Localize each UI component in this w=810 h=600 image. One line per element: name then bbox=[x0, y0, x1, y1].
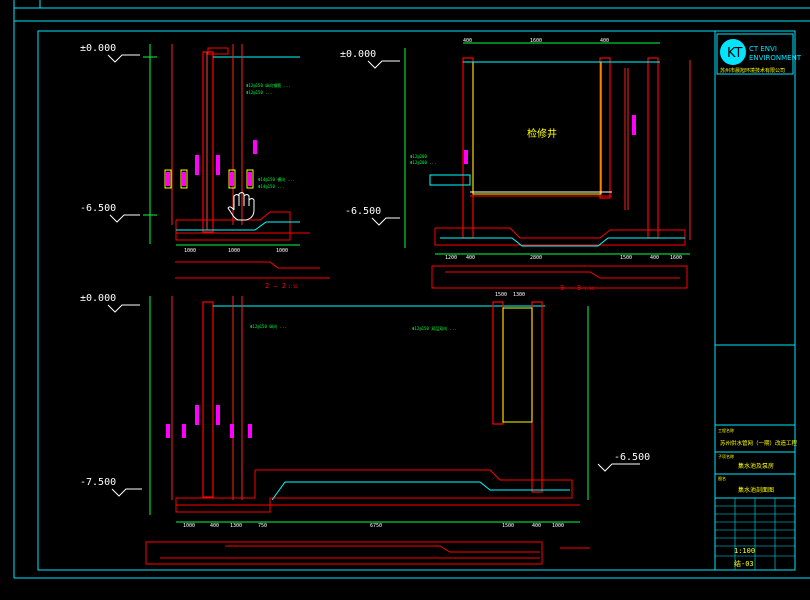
svg-text:Φ12@150 纵向钢筋 ...: Φ12@150 纵向钢筋 ... bbox=[246, 82, 291, 88]
dim-b-8: 1000 bbox=[552, 523, 564, 529]
company-cn: 苏州市晨旭环境技术有限公司 bbox=[720, 67, 785, 74]
drawing-number: 结-03 bbox=[734, 559, 754, 568]
dim-tr-6: 1600 bbox=[670, 255, 682, 261]
dim-tl-2: 1000 bbox=[228, 248, 240, 254]
svg-text:Φ14@150 ...: Φ14@150 ... bbox=[258, 184, 285, 189]
section-2-scale: 1:50 bbox=[288, 284, 298, 289]
drawing-name: 集水池剖面图 bbox=[738, 486, 774, 494]
svg-text:Φ12@200 ...: Φ12@200 ... bbox=[410, 160, 437, 165]
dim-tr-top-2: 1600 bbox=[530, 38, 542, 44]
section-bottom: ±0.000 -7.500 -6.500 1500 1300 bbox=[80, 292, 650, 565]
dim-br-top-2: 1300 bbox=[513, 292, 525, 298]
dim-tr-top-1: 400 bbox=[463, 38, 472, 44]
section-2-title: 2 — 2 bbox=[265, 282, 286, 290]
dim-b-1: 1000 bbox=[183, 523, 195, 529]
dim-tr-5: 400 bbox=[650, 255, 659, 261]
svg-text:Φ12@150 纵向 ...: Φ12@150 纵向 ... bbox=[250, 323, 287, 329]
section-3-scale: 1:50 bbox=[584, 286, 594, 291]
svg-text:Φ12@150 ...: Φ12@150 ... bbox=[246, 90, 273, 95]
level-bottom-left: -7.500 bbox=[80, 477, 116, 488]
well-label: 检修井 bbox=[527, 127, 557, 140]
level-bottom-zero: ±0.000 bbox=[80, 293, 116, 304]
company-en-line1: CT ENVI bbox=[749, 45, 777, 53]
logo-text: KT bbox=[727, 46, 743, 61]
level-top-right-zero: ±0.000 bbox=[340, 49, 376, 60]
svg-text:Φ14@150 横向 ...: Φ14@150 横向 ... bbox=[258, 176, 295, 182]
svg-text:Φ12@200: Φ12@200 bbox=[410, 154, 427, 159]
dim-tr-1: 1200 bbox=[445, 255, 457, 261]
project-name: 苏州供水管网（一期）改造工程 bbox=[720, 439, 798, 447]
hand-cursor-icon bbox=[227, 192, 255, 221]
dim-b-6: 1500 bbox=[502, 523, 514, 529]
project-label: 工程名称 bbox=[718, 427, 734, 433]
subitem-label: 子项名称 bbox=[718, 453, 734, 459]
company-en-line2: ENVIRONMENT bbox=[749, 54, 802, 62]
title-block: KT CT ENVI ENVIRONMENT 苏州市晨旭环境技术有限公司 工程名… bbox=[715, 33, 802, 570]
drawing-label: 图名 bbox=[718, 475, 726, 481]
section-3-title: 3 — 3 bbox=[560, 284, 581, 292]
company-logo-icon bbox=[720, 39, 746, 65]
dim-b-4: 750 bbox=[258, 523, 267, 529]
dim-b-3: 1300 bbox=[230, 523, 242, 529]
dim-tr-2: 400 bbox=[466, 255, 475, 261]
subitem-name: 集水池及泵房 bbox=[738, 462, 774, 470]
section-top-left: ±0.000 -6.500 bbox=[80, 43, 330, 290]
dim-br-top-1: 1500 bbox=[495, 292, 507, 298]
level-top-left-bottom: -6.500 bbox=[80, 203, 116, 214]
section-top-right: ±0.000 -6.500 400 1600 400 检修井 bbox=[340, 38, 691, 292]
dim-tl-3: 1000 bbox=[276, 248, 288, 254]
dim-tr-4: 1500 bbox=[620, 255, 632, 261]
dim-b-5: 6750 bbox=[370, 523, 382, 529]
dim-b-2: 400 bbox=[210, 523, 219, 529]
dim-tr-3: 2800 bbox=[530, 255, 542, 261]
dim-b-7: 400 bbox=[532, 523, 541, 529]
scale-value: 1:100 bbox=[734, 547, 755, 555]
level-bottom-right: -6.500 bbox=[614, 452, 650, 463]
level-top-right-bottom: -6.500 bbox=[345, 206, 381, 217]
svg-text:Φ12@150 双层双向 ...: Φ12@150 双层双向 ... bbox=[412, 325, 457, 331]
level-top-left-zero: ±0.000 bbox=[80, 43, 116, 54]
dim-tl-1: 1000 bbox=[184, 248, 196, 254]
drawing-frame bbox=[13, 0, 810, 579]
dim-tr-top-3: 400 bbox=[600, 38, 609, 44]
